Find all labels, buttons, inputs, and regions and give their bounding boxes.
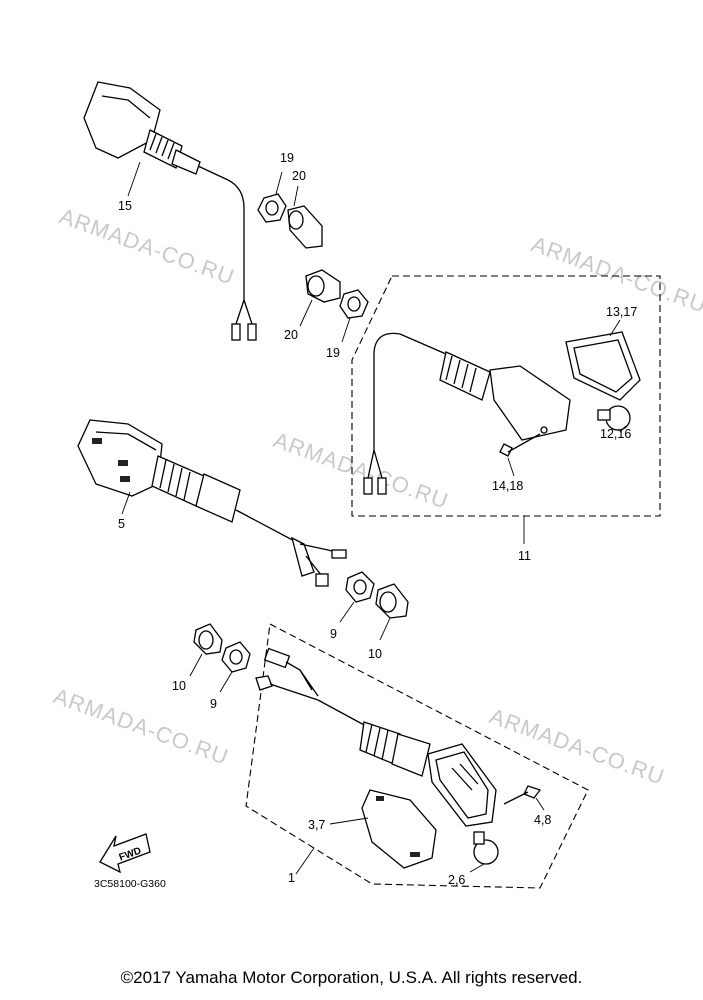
watermarks: ARMADA-CO.RU ARMADA-CO.RU ARMADA-CO.RU A… [50,203,703,790]
callout-14-18: 14,18 [492,479,523,493]
grommet-20-upper: 20 [287,169,323,249]
watermark-5: ARMADA-CO.RU [486,703,668,790]
callout-4-8: 4,8 [534,813,551,827]
callout-10-middle: 10 [368,647,382,661]
watermark-1: ARMADA-CO.RU [56,203,238,290]
callout-15: 15 [118,199,132,213]
diagram-code: 3C58100-G360 [94,878,166,890]
callout-12-16: 12,16 [600,427,631,441]
grommet-10-middle: 10 [368,583,409,661]
fwd-arrow-icon: FWD [99,833,151,874]
copyright-notice: ©2017 Yamaha Motor Corporation, U.S.A. A… [120,968,583,987]
turn-signal-15: 15 [83,81,257,341]
callout-1: 1 [288,871,295,885]
callout-13-17: 13,17 [606,305,637,319]
callout-19-lower: 19 [326,346,340,360]
grommet-20-lower: 20 [284,269,341,342]
watermark-4: ARMADA-CO.RU [50,683,232,770]
watermark-3: ARMADA-CO.RU [270,427,452,514]
nut-19-upper: 19 [257,151,294,223]
assembly-1: 4,8 3,7 1 2,6 [245,623,589,889]
callout-20-upper: 20 [292,169,306,183]
callout-5: 5 [118,517,125,531]
nut-19-lower: 19 [326,289,369,360]
nut-9-middle: 9 [330,571,375,641]
assembly-11: 13,17 12,16 14,18 11 [351,275,661,563]
turn-signal-5: 5 [77,419,347,587]
callout-20-lower: 20 [284,328,298,342]
callout-9-left: 9 [210,697,217,711]
callout-10-left: 10 [172,679,186,693]
callout-2-6: 2,6 [448,873,465,887]
callout-3-7: 3,7 [308,818,325,832]
grommet-10-left: 10 [172,623,223,693]
callout-9-middle: 9 [330,627,337,641]
callout-11: 11 [518,549,531,563]
callout-19-upper: 19 [280,151,294,165]
nut-9-left: 9 [210,641,251,711]
